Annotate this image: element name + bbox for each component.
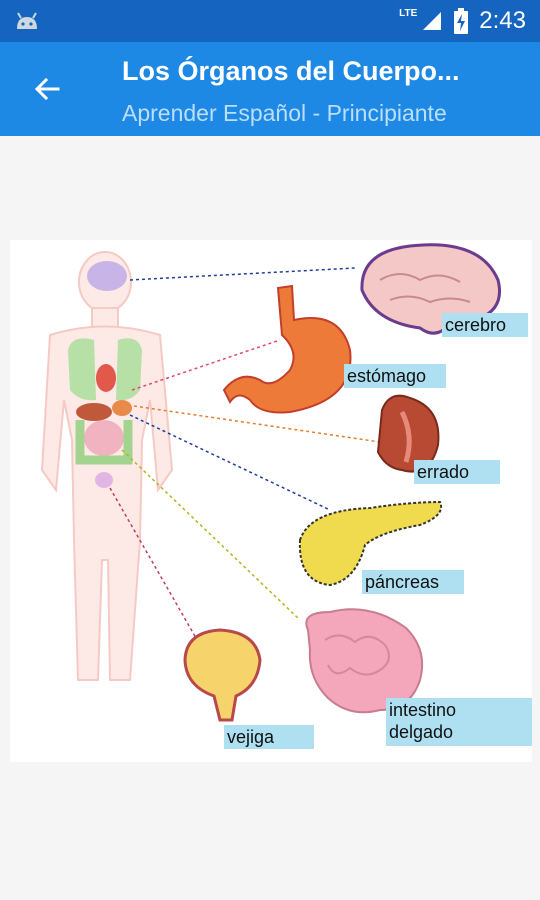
signal-icon	[423, 12, 442, 30]
body-bladder	[95, 472, 113, 488]
app-title: Los Órganos del Cuerpo...	[122, 56, 460, 86]
organs-illustration: cerebro estómago errado páncreas intesti…	[10, 240, 532, 762]
body-lungs-left	[68, 338, 96, 401]
app-bar: Los Órganos del Cuerpo... Aprender Españ…	[0, 42, 540, 136]
label-intestino-line2: delgado	[389, 722, 454, 742]
organs-drawing	[40, 243, 501, 722]
network-type: LTE	[399, 7, 418, 19]
body-liver	[76, 403, 112, 421]
status-bar: LTE 2:43	[0, 0, 540, 42]
label-higado: errado	[414, 460, 500, 484]
label-pancreas: páncreas	[362, 570, 464, 594]
label-estomago: estómago	[344, 364, 446, 388]
body-brain	[87, 261, 127, 291]
android-icon	[17, 12, 37, 29]
brain-organ	[360, 243, 501, 335]
label-vejiga: vejiga	[224, 725, 314, 749]
body-intestines	[84, 420, 124, 456]
small-intestine-organ	[305, 608, 424, 714]
bladder-organ	[183, 628, 262, 722]
label-intestino: intestino delgado	[386, 698, 532, 746]
battery-icon	[454, 8, 469, 34]
back-arrow-icon[interactable]	[30, 72, 64, 106]
body-lungs-right	[116, 338, 142, 401]
body-colon	[75, 420, 133, 465]
pancreas-organ	[298, 500, 442, 587]
app-subtitle: Aprender Español - Principiante	[122, 100, 447, 126]
human-body-silhouette	[40, 251, 174, 681]
body-stomach	[112, 400, 132, 416]
stomach-organ	[222, 284, 352, 414]
label-cerebro: cerebro	[442, 313, 528, 337]
label-intestino-line1: intestino	[389, 700, 457, 720]
clock: 2:43	[479, 7, 526, 34]
body-heart	[96, 364, 116, 392]
